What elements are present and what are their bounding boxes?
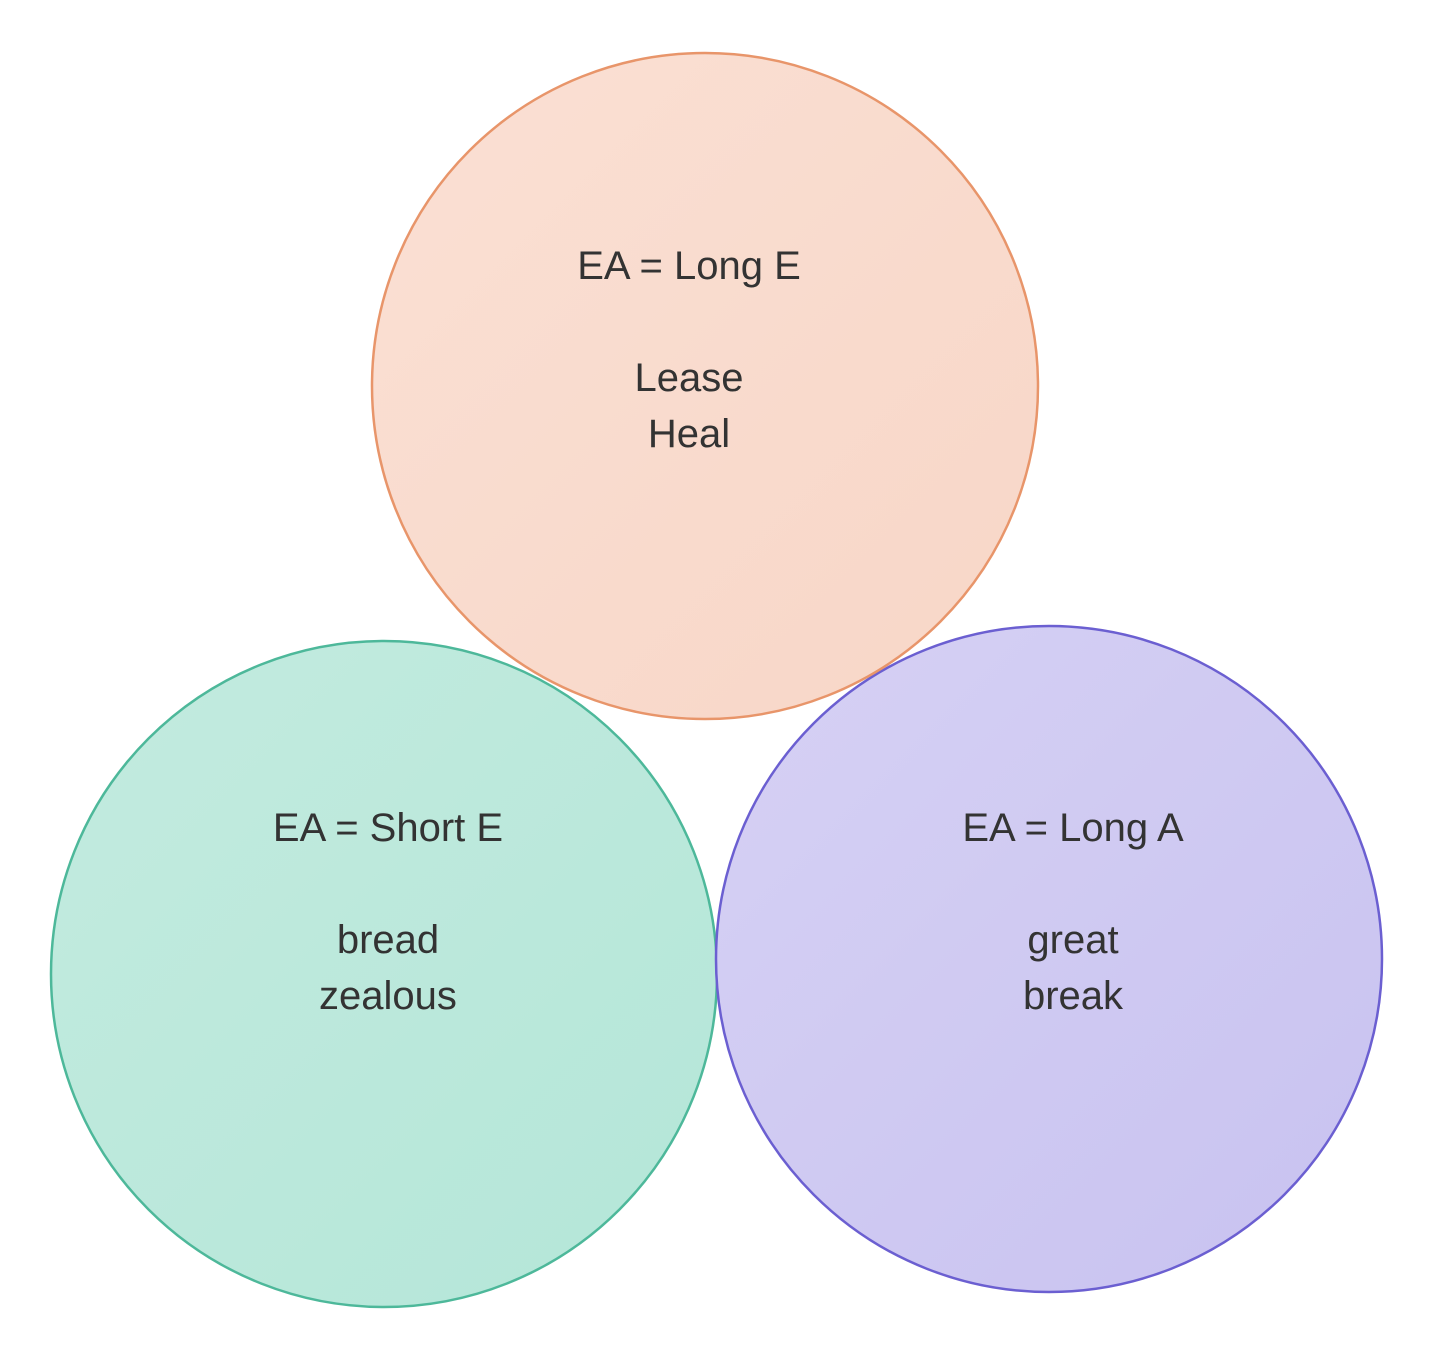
circle-long-a bbox=[714, 624, 1384, 1294]
long-a-title: EA = Long A bbox=[962, 806, 1184, 850]
long-a-word: break bbox=[1022, 974, 1124, 1018]
long-a-label-group: EA = Long A great break bbox=[962, 800, 1183, 1024]
short-e-word: bread bbox=[336, 918, 440, 962]
short-e-word: zealous bbox=[319, 974, 457, 1018]
long-e-label-group: EA = Long E Lease Heal bbox=[577, 238, 801, 462]
long-a-word: great bbox=[1027, 918, 1119, 962]
long-e-word: Lease bbox=[634, 356, 744, 400]
long-e-word: Heal bbox=[647, 412, 731, 456]
long-e-title: EA = Long E bbox=[577, 244, 801, 288]
short-e-label-group: EA = Short E bread zealous bbox=[273, 800, 503, 1024]
short-e-title: EA = Short E bbox=[272, 806, 504, 850]
circle-long-e bbox=[370, 51, 1040, 721]
